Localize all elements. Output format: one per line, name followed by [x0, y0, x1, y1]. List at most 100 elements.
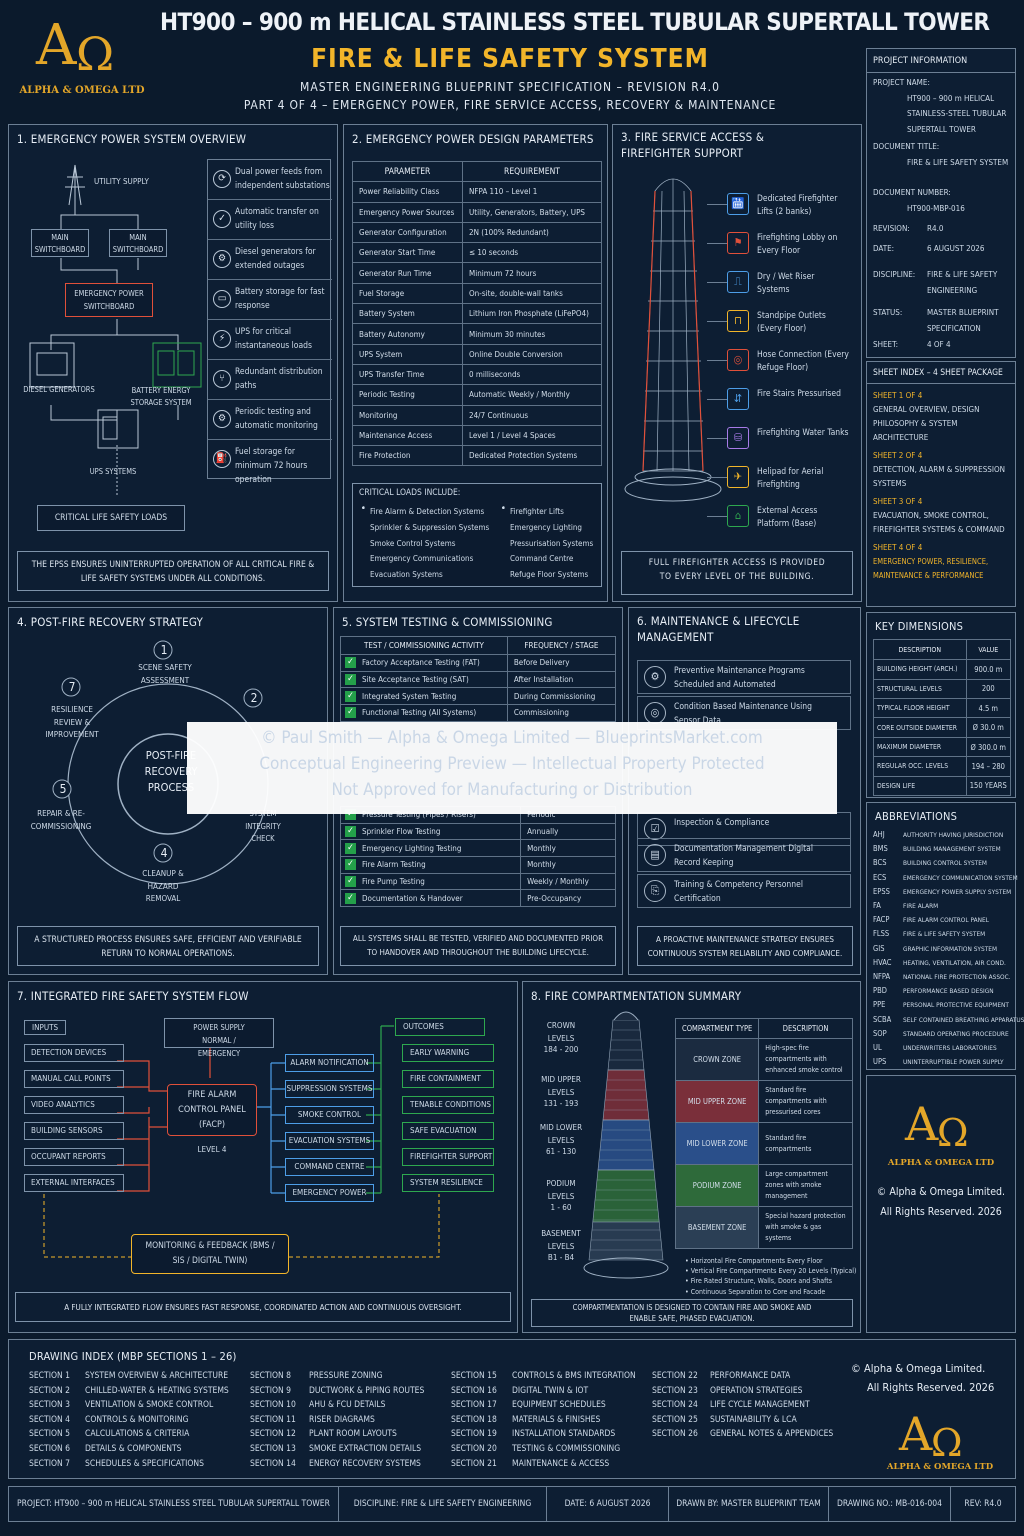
footer-drawn: DRAWN BY: MASTER BLUEPRINT TEAM: [669, 1487, 829, 1521]
section-6-title: 6. MAINTENANCE & LIFECYCLE MANAGEMENT: [637, 614, 800, 644]
compartment-header: COMPARTMENT TYPE: [674, 1018, 760, 1039]
flow-outcome: TENABLE CONDITIONS: [402, 1096, 494, 1114]
abbreviation-code: AHJ: [873, 830, 885, 839]
drawing-section-title: LIFE CYCLE MANAGEMENT: [710, 1400, 810, 1411]
abbreviation-meaning: EMERGENCY COMMUNICATION SYSTEM: [903, 873, 1018, 882]
maintenance-icon: ⎘: [644, 880, 666, 902]
section-4-note: A STRUCTURED PROCESS ENSURES SAFE, EFFIC…: [17, 926, 319, 966]
drawing-section-title: INSTALLATION STANDARDS: [512, 1429, 616, 1440]
project-info-value: HT900-MBP-016: [907, 203, 965, 213]
section-8-panel: 8. FIRE COMPARTMENTATION SUMMARY COMPART…: [522, 981, 861, 1333]
step-label: SCENE SAFETY ASSESSMENT: [138, 663, 192, 685]
critical-load-item: Emergency Communications: [370, 554, 474, 564]
epss-feature: ⚙Diesel generators for extended outages: [208, 240, 332, 280]
key-dim-desc: TYPICAL FLOOR HEIGHT: [873, 698, 967, 719]
parameter-value: Automatic Weekly / Monthly: [462, 384, 602, 406]
compartment-level-name: BASEMENT LEVELS: [541, 1229, 581, 1251]
feature-icon: ⚙: [213, 410, 231, 428]
feature-icon: ⚡: [213, 330, 231, 348]
drawing-section-number: SECTION 22: [652, 1371, 698, 1381]
compartment-level-name: CROWN LEVELS: [546, 1021, 576, 1043]
svg-text:A: A: [898, 1407, 933, 1461]
abbreviation-meaning: STANDARD OPERATING PROCEDURE: [903, 1029, 1009, 1038]
sheet-index-title: SHEET INDEX – 4 SHEET PACKAGE: [867, 362, 1015, 384]
abbreviation-code: PPE: [873, 1000, 886, 1010]
project-info-label: PROJECT NAME:: [873, 78, 930, 87]
testing-header: TEST / COMMISSIONING ACTIVITY: [340, 636, 508, 655]
testing-frequency: Monthly: [520, 839, 616, 858]
parameter-name: Battery System: [352, 303, 463, 325]
drawing-copyright-year: All Rights Reserved. 2026: [867, 1381, 995, 1394]
leader-line: [707, 477, 727, 478]
power-diagram: [29, 164, 202, 495]
header-line-2: PART 4 OF 4 – EMERGENCY POWER, FIRE SERV…: [243, 98, 777, 112]
feature-text: Diesel generators for extended outages: [235, 247, 316, 271]
abbreviation-code: FA: [873, 901, 881, 910]
abbreviation-code: NFPA: [873, 972, 891, 981]
project-info-label: DATE:: [873, 244, 895, 253]
flow-outcome: EARLY WARNING: [402, 1044, 494, 1062]
section-2-title: 2. EMERGENCY POWER DESIGN PARAMETERS: [352, 132, 594, 146]
key-dim-header: DESCRIPTION: [873, 638, 967, 661]
parameter-name: Power Reliability Class: [352, 181, 463, 203]
feature-text: Automatic transfer on utility loss: [235, 207, 319, 231]
epss-features: ⟳Dual power feeds from independent subst…: [207, 159, 332, 485]
testing-row: ✓Functional Testing (All Systems)Commiss…: [340, 704, 617, 722]
maintenance-text: Training & Competency Personnel Certific…: [674, 880, 803, 904]
watermark-line-1: © Paul Smith — Alpha & Omega Limited — B…: [261, 728, 763, 748]
footer-discipline: DISCIPLINE: FIRE & LIFE SAFETY ENGINEERI…: [339, 1487, 547, 1521]
project-info-label: DISCIPLINE:: [873, 270, 916, 279]
maintenance-icon: ☑: [644, 818, 666, 840]
abbreviation-code: ECS: [873, 872, 887, 882]
header-line-1: MASTER ENGINEERING BLUEPRINT SPECIFICATI…: [300, 80, 720, 94]
project-info-value: 6 AUGUST 2026: [927, 244, 985, 253]
facp-level: LEVEL 4: [197, 1145, 227, 1154]
compartment-level-range: 61 - 130: [545, 1147, 577, 1156]
section-1-note: THE EPSS ENSURES UNINTERRUPTED OPERATION…: [17, 551, 329, 591]
project-info-row: DISCIPLINE:FIRE & LIFE SAFETY ENGINEERIN…: [867, 267, 1015, 298]
compartment-level-name: PODIUM LEVELS: [546, 1179, 576, 1201]
recovery-center-label: POST-FIRE RECOVERY PROCESS: [144, 749, 198, 794]
compartment-description: High-spec fire compartments with enhance…: [758, 1038, 853, 1081]
testing-frequency: During Commissioning: [506, 687, 617, 706]
leader-line: [707, 399, 727, 400]
parameter-name: Periodic Testing: [352, 384, 463, 406]
firefighter-feature-icon: ◎: [727, 349, 749, 371]
section-1-title: 1. EMERGENCY POWER SYSTEM OVERVIEW: [17, 132, 247, 146]
project-info-value: 4 OF 4: [927, 340, 951, 349]
compartment-description: Large compartment zones with smoke manag…: [758, 1164, 853, 1207]
project-info-row: DOCUMENT TITLE:FIRE & LIFE SAFETY SYSTEM: [867, 139, 1015, 170]
check-icon: ✓: [345, 826, 356, 838]
sheet-description: EVACUATION, SMOKE CONTROL, FIREFIGHTER S…: [873, 511, 1005, 534]
step-number: 4: [160, 846, 168, 860]
ups-systems-label: UPS SYSTEMS: [89, 467, 137, 476]
drawing-section-title: CONTROLS & MONITORING: [85, 1414, 189, 1425]
drawing-section-title: PERFORMANCE DATA: [710, 1371, 791, 1381]
abbreviations-title: ABBREVIATIONS: [875, 810, 958, 823]
watermark-line-2: Conceptual Engineering Preview — Intelle…: [259, 754, 765, 774]
feature-icon: ✓: [213, 210, 231, 228]
parameter-name: Generator Run Time: [352, 262, 463, 284]
critical-load-item: Fire Alarm & Detection Systems: [370, 507, 485, 516]
header-logo: A Ω ALPHA & OMEGA LTD: [14, 8, 150, 98]
compartment-header: DESCRIPTION: [758, 1018, 853, 1039]
compartment-level-range: 184 - 200: [543, 1045, 579, 1054]
parameter-name: UPS System: [352, 343, 463, 365]
compartment-tower-icon: [583, 1011, 669, 1279]
footer-date: DATE: 6 AUGUST 2026: [547, 1487, 669, 1521]
critical-load-item: Pressurisation Systems: [510, 538, 594, 548]
